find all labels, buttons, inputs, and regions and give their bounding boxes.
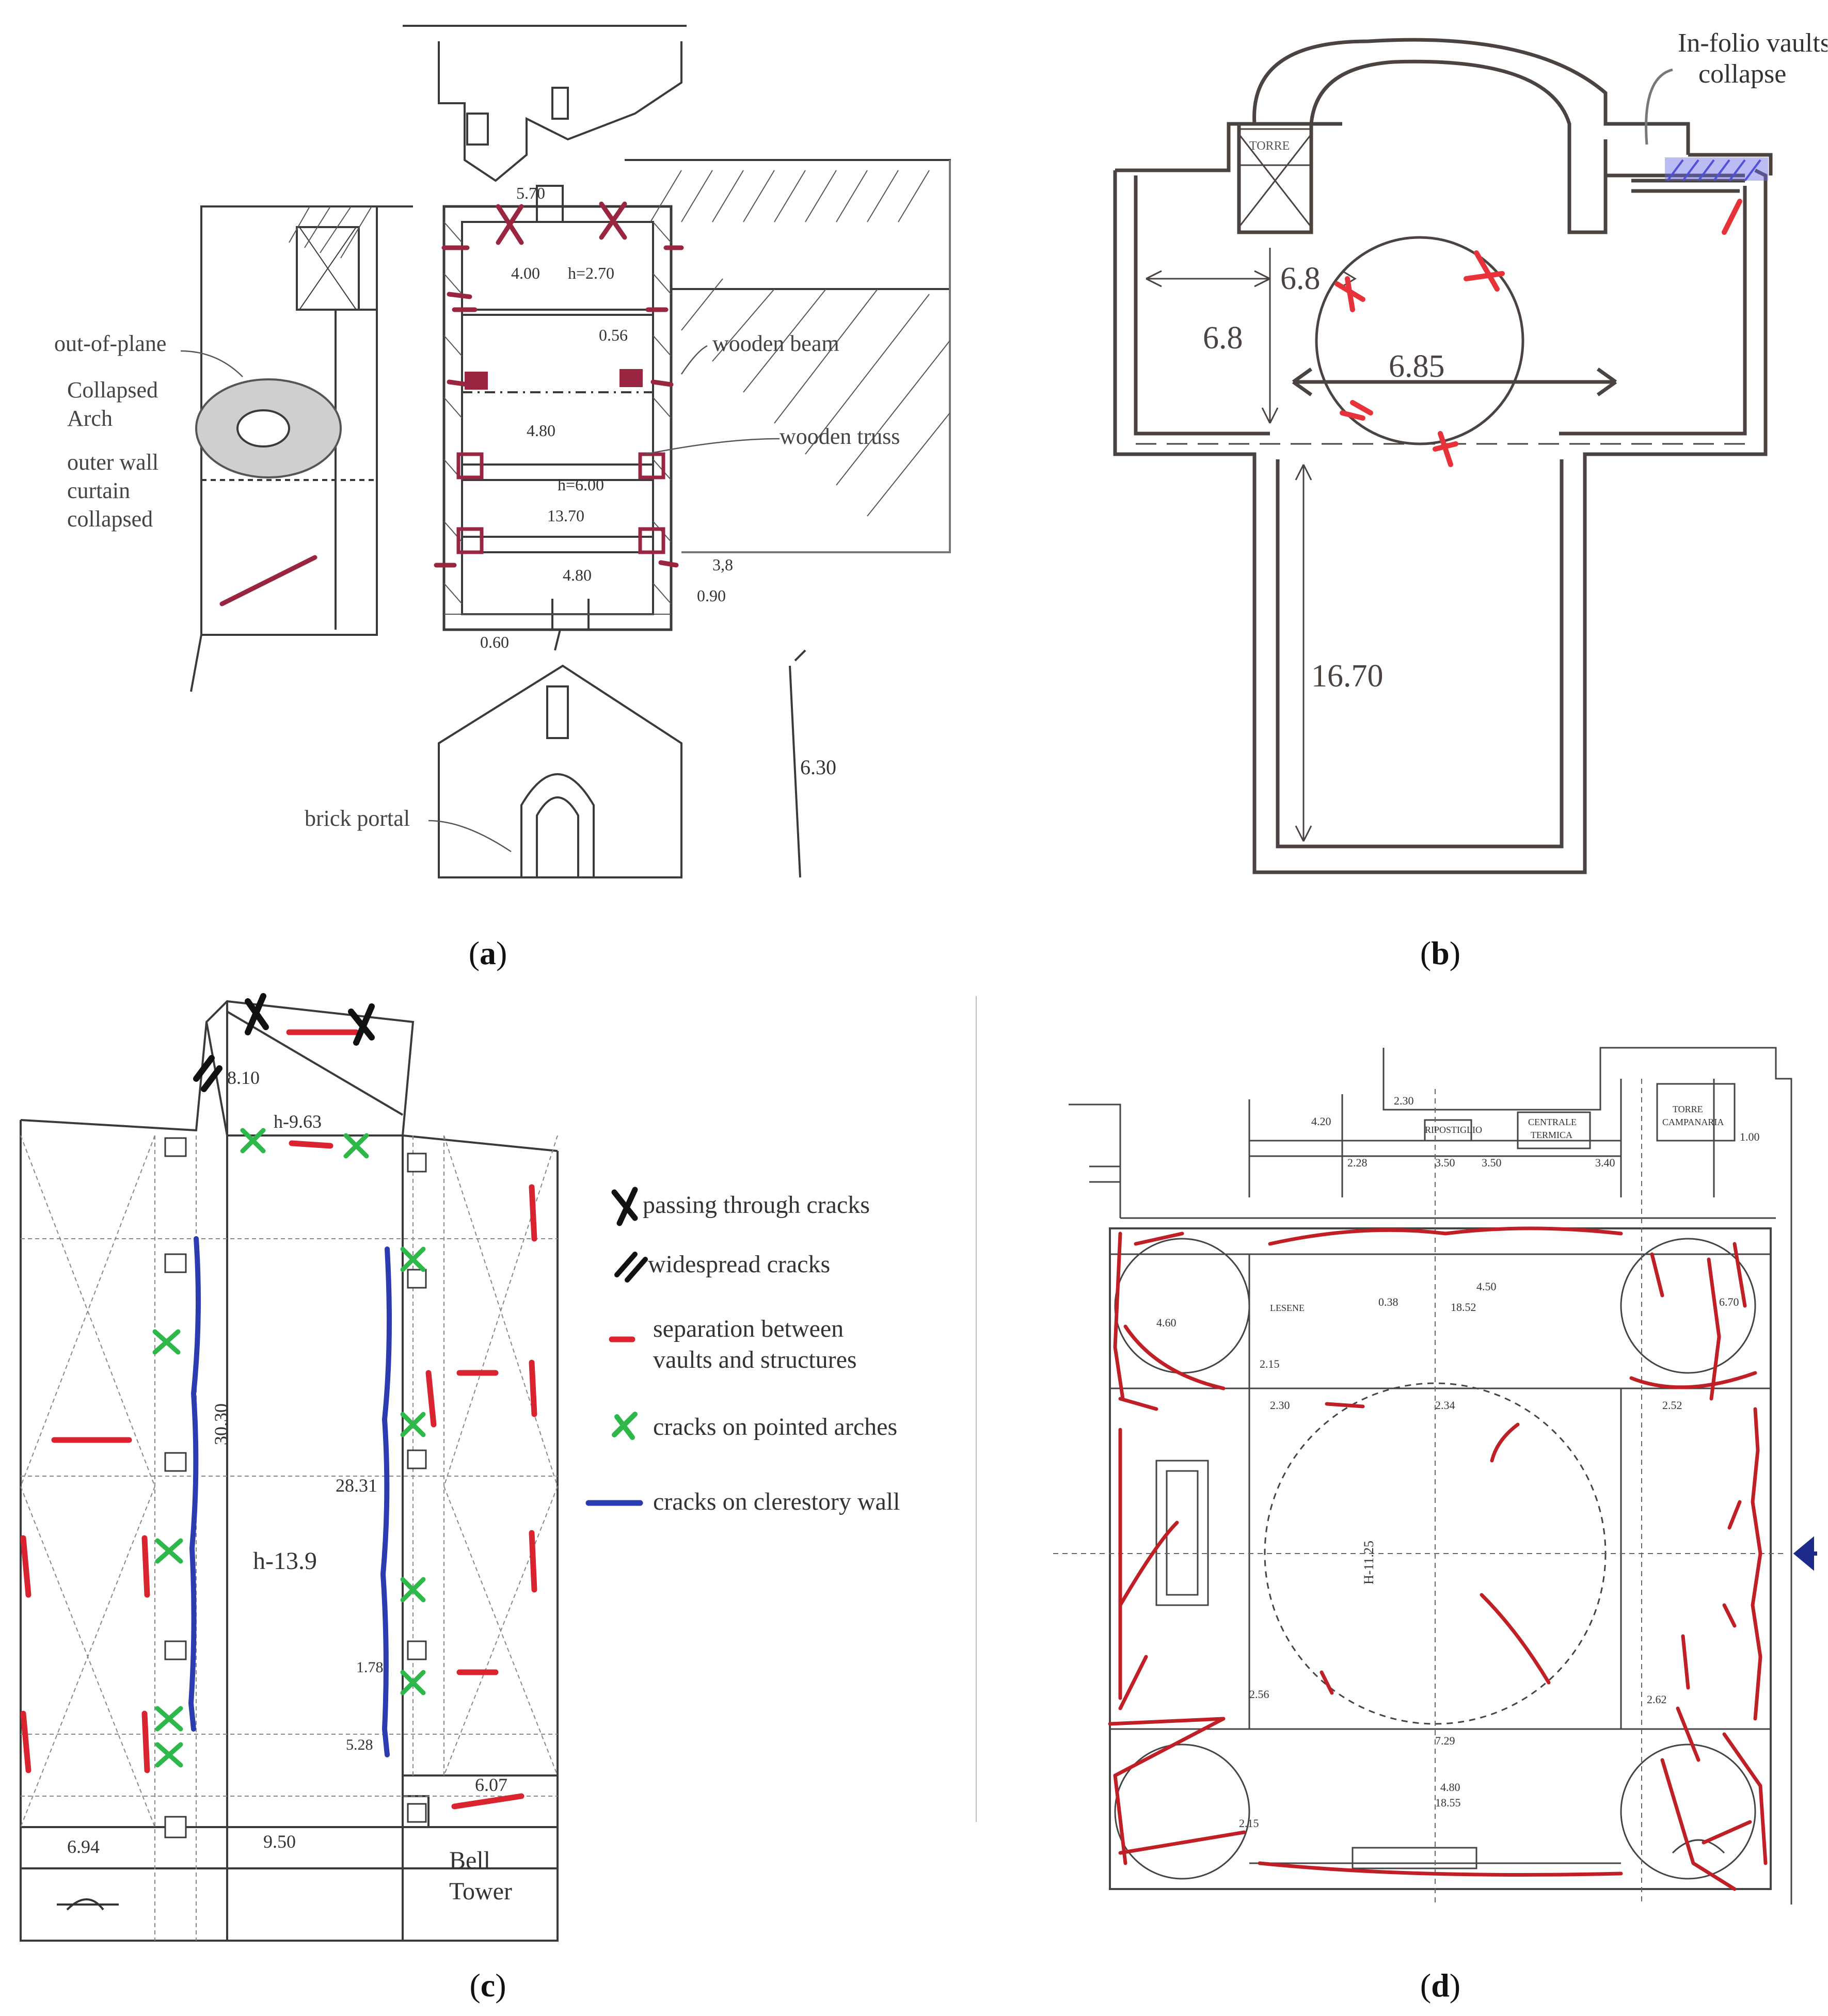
dim-d-5: 3.50 <box>1435 1156 1455 1169</box>
dim-d-15: H-11.25 <box>1361 1541 1376 1585</box>
dim-a-0: 5.70 <box>516 184 545 202</box>
dim-d-13: 2.34 <box>1435 1399 1455 1412</box>
label-outer-wall-2: curtain <box>67 478 130 503</box>
dim-d-10: 18.52 <box>1451 1301 1476 1314</box>
dim-a-7: 3,8 <box>712 555 733 574</box>
legend-label-1: widespread cracks <box>648 1251 830 1278</box>
dim-a-9: 0.90 <box>697 586 726 605</box>
dim-d-4: 1.00 <box>1740 1130 1760 1143</box>
dim-d-19: 4.80 <box>1440 1781 1460 1794</box>
label-lesene: LESENE <box>1270 1303 1305 1313</box>
dim-c-4: h-13.9 <box>253 1547 317 1575</box>
double-slash-icon <box>614 1252 648 1283</box>
dim-a-11: 6.30 <box>800 756 836 779</box>
dim-d-12: 2.30 <box>1270 1399 1290 1412</box>
dim-b-3: 16.70 <box>1311 659 1384 694</box>
dim-a-6: 13.70 <box>547 506 584 525</box>
dim-b-2: 6.85 <box>1389 349 1445 384</box>
label-torre-d-1: TORRE <box>1673 1104 1703 1114</box>
x-mark-icon <box>611 1187 638 1226</box>
dim-d-6: 2.28 <box>1347 1156 1368 1169</box>
label-torre-d-2: CAMPANARIA <box>1662 1117 1724 1127</box>
caption-d: (d) <box>1420 1967 1461 2004</box>
dim-d-3: 2.30 <box>1394 1094 1414 1107</box>
dim-d-9: 4.50 <box>1476 1280 1497 1293</box>
dim-a-4: 4.80 <box>527 421 555 440</box>
label-outer-wall-3: collapsed <box>67 506 153 532</box>
dim-d-11: 4.60 <box>1156 1316 1177 1329</box>
panel-d: RIPOSTIGLIO CENTRALE TERMICA TORRE CAMPA… <box>1053 1037 1827 1915</box>
dim-a-3: 0.56 <box>599 326 628 344</box>
dim-d-14: 2.52 <box>1662 1399 1682 1412</box>
dim-d-20: 18.55 <box>1435 1796 1461 1809</box>
label-bell: Bell <box>449 1847 490 1874</box>
dim-d-8: 2.15 <box>1260 1357 1280 1370</box>
panel-c: 8.10 h-9.63 30.30 28.31 h-13.9 1.78 5.28… <box>0 981 971 1951</box>
panel-a-drawing: out-of-plane Collapsed Arch outer wall c… <box>54 25 951 878</box>
label-brick-portal: brick portal <box>305 806 410 831</box>
legend-label-2: separation between <box>653 1315 844 1342</box>
label-ripostiglio: RIPOSTIGLIO <box>1425 1125 1482 1135</box>
dim-c-3: 28.31 <box>336 1475 377 1496</box>
label-collapsed-arch-2: Arch <box>67 406 113 431</box>
dim-c-8: 6.94 <box>67 1836 100 1857</box>
dim-d-21: 2.15 <box>1239 1817 1259 1830</box>
label-outer-wall-1: outer wall <box>67 450 158 475</box>
label-collapsed-arch-1: Collapsed <box>67 377 158 403</box>
caption-c: (c) <box>469 1967 506 2004</box>
dim-d-16: 7.29 <box>1435 1734 1455 1747</box>
panel-b: In-folio vaults collapse TORRE 6.8 6.8 6… <box>1084 21 1828 888</box>
dim-c-0: 8.10 <box>227 1067 260 1088</box>
green-x-icon <box>612 1412 638 1440</box>
label-in-folio-2: collapse <box>1698 59 1786 89</box>
dim-c-2: 30.30 <box>211 1403 231 1445</box>
dim-a-5: h=6.00 <box>558 475 604 494</box>
dim-d-7: 0.38 <box>1378 1295 1398 1308</box>
label-in-folio-1: In-folio vaults <box>1678 28 1827 58</box>
legend-label-0: passing through cracks <box>643 1191 870 1219</box>
dim-d-0: 4.20 <box>1311 1115 1331 1128</box>
dim-c-9: 9.50 <box>263 1831 296 1852</box>
panel-b-drawing: In-folio vaults collapse TORRE 6.8 6.8 6… <box>1113 28 1828 874</box>
dim-d-18: 2.62 <box>1647 1693 1667 1706</box>
panel-d-drawing: RIPOSTIGLIO CENTRALE TERMICA TORRE CAMPA… <box>1053 1047 1817 1905</box>
label-torre: TORRE <box>1249 139 1290 153</box>
caption-a: (a) <box>468 935 507 971</box>
dim-c-1: h-9.63 <box>274 1111 322 1132</box>
dim-d-22: 6.70 <box>1719 1295 1739 1308</box>
dim-c-7: 6.07 <box>475 1774 507 1795</box>
panel-a: out-of-plane Collapsed Arch outer wall c… <box>0 0 971 919</box>
dim-d-17: 2.56 <box>1249 1688 1269 1701</box>
dim-a-2: h=2.70 <box>568 264 614 282</box>
panel-divider <box>976 996 977 1822</box>
dim-d-1: 3.50 <box>1482 1156 1502 1169</box>
dim-b-0: 6.8 <box>1280 261 1321 296</box>
legend-label-2b: vaults and structures <box>653 1346 857 1373</box>
panel-c-drawing: 8.10 h-9.63 30.30 28.31 h-13.9 1.78 5.28… <box>20 993 900 1942</box>
dim-a-1: 4.00 <box>511 264 540 282</box>
legend: passing through cracks widespread cracks… <box>585 1187 900 1515</box>
dim-c-5: 1.78 <box>356 1659 384 1676</box>
label-out-of-plane: out-of-plane <box>54 331 166 356</box>
dim-b-1: 6.8 <box>1203 321 1243 356</box>
label-wooden-beam: wooden beam <box>712 331 839 356</box>
legend-label-3: cracks on pointed arches <box>653 1413 897 1441</box>
caption-b: (b) <box>1420 935 1461 971</box>
dim-a-8: 4.80 <box>563 566 592 584</box>
label-tower: Tower <box>449 1878 512 1905</box>
label-centrale-1: CENTRALE <box>1528 1117 1577 1127</box>
label-centrale-2: TERMICA <box>1531 1130 1572 1140</box>
dim-d-2: 3.40 <box>1595 1156 1615 1169</box>
label-wooden-truss: wooden truss <box>780 424 900 449</box>
dim-c-6: 5.28 <box>346 1736 373 1753</box>
legend-label-4: cracks on clerestory wall <box>653 1488 900 1515</box>
dim-a-10: 0.60 <box>480 633 509 651</box>
